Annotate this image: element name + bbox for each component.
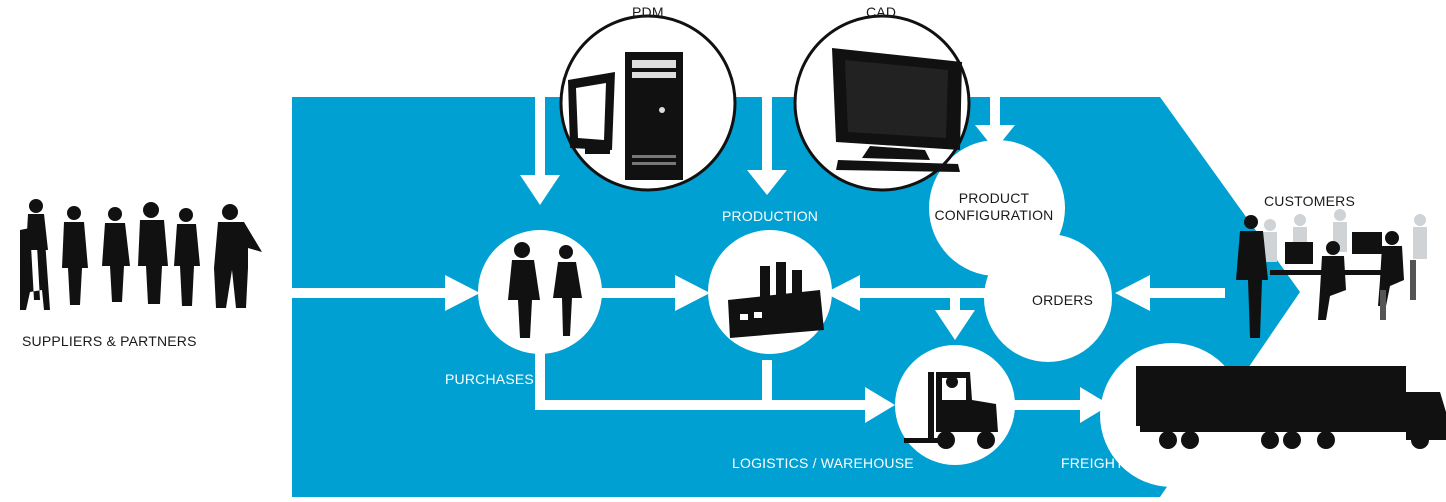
forklift-icon (904, 372, 998, 449)
truck-icon (1136, 366, 1446, 449)
workers-group-icon (20, 199, 262, 310)
business-people-icon (508, 242, 582, 338)
factory-icon (728, 262, 824, 338)
logistics-label: LOGISTICS / WAREHOUSE (732, 455, 914, 471)
freight-label: FREIGHT (1061, 455, 1124, 471)
orders-node (984, 234, 1112, 362)
computer-tower-icon (568, 52, 683, 180)
production-label: PRODUCTION (722, 208, 819, 224)
office-workers-icon (1236, 209, 1427, 338)
orders-label: ORDERS (1032, 292, 1094, 308)
product-configuration-label-line2: CONFIGURATION (934, 207, 1054, 223)
product-configuration-label-line1: PRODUCT (958, 190, 1030, 206)
crt-monitor-icon (832, 48, 962, 172)
product-configuration-label: PRODUCT CONFIGURATION (930, 190, 1058, 224)
suppliers-label: SUPPLIERS & PARTNERS (22, 333, 197, 349)
purchases-node (478, 230, 602, 354)
pdm-label: PDM (632, 4, 664, 20)
flow-connectors (292, 97, 1225, 410)
cad-label: CAD (866, 4, 897, 20)
customers-label: CUSTOMERS (1264, 193, 1355, 209)
purchases-label: PURCHASES (445, 371, 534, 387)
flow-arrowheads (445, 125, 1150, 423)
